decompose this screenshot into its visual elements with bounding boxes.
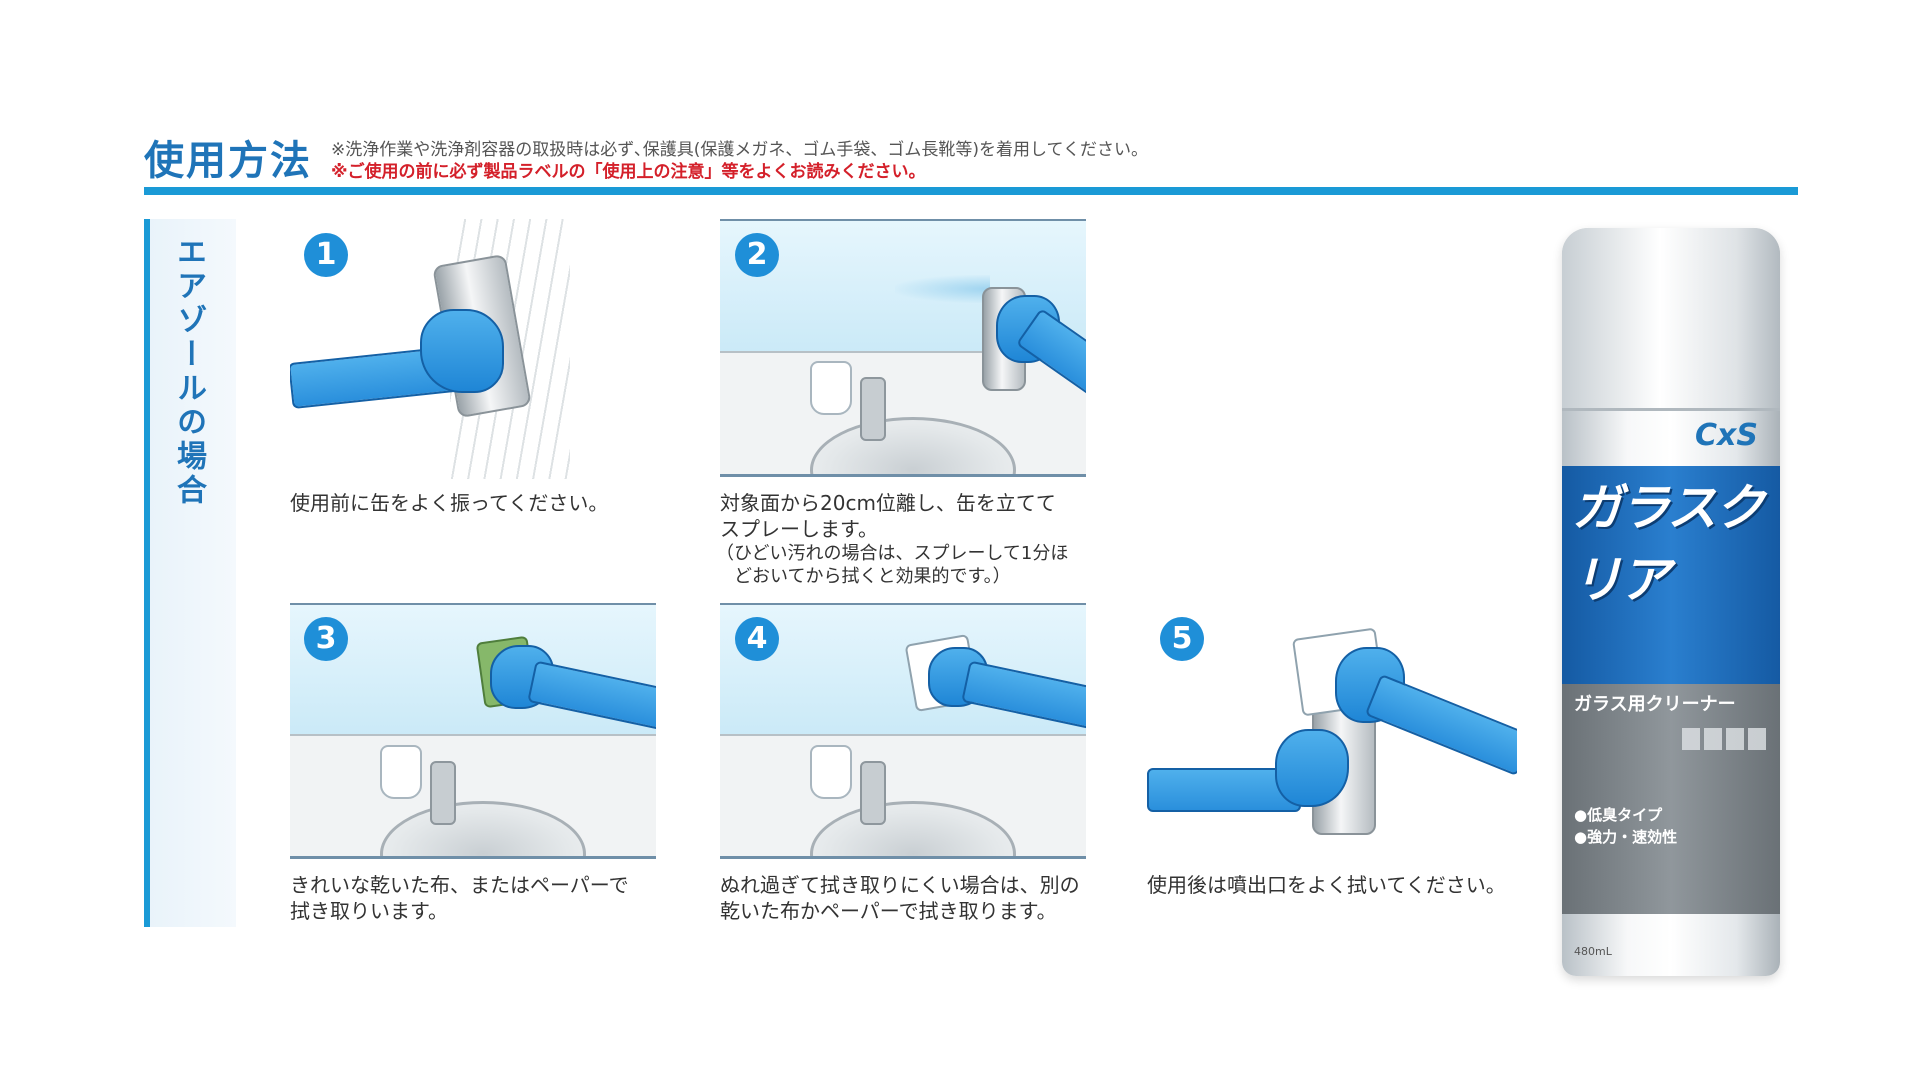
spray-mist: [895, 275, 990, 303]
step-5-caption: 使用後は噴出口をよく拭いてください。: [1147, 873, 1506, 897]
faucet: [860, 761, 886, 825]
header-rule: [144, 187, 1798, 195]
step-3-illustration: [290, 603, 656, 859]
glove-hand-left: [1275, 729, 1349, 807]
safety-note: ※洗浄作業や洗浄剤容器の取扱時は必ず､保護具(保護メガネ、ゴム手袋、ゴム長靴等)…: [331, 140, 1148, 160]
step-1-caption: 使用前に缶をよく振ってください。: [290, 491, 609, 515]
soap-dispenser: [380, 745, 422, 799]
can-cap: [1562, 228, 1780, 411]
product-name: ガラスクリア: [1572, 479, 1765, 609]
info-band: [1562, 684, 1780, 914]
counter: [290, 733, 656, 856]
faucet: [430, 761, 456, 825]
arm-right: [1364, 673, 1517, 777]
step-2-note: （ひどい汚れの場合は、スプレーして1分ほ どおいてから拭くと効果的です。）: [716, 543, 1069, 587]
faucet: [860, 377, 886, 441]
page-title: 使用方法: [144, 138, 312, 184]
product-subtitle: ガラス用クリーナー: [1574, 694, 1736, 715]
warning-note: ※ご使用の前に必ず製品ラベルの「使用上の注意」等をよくお読みください。: [331, 162, 926, 182]
product-features: ●低臭タイプ ●強力・速効性: [1574, 806, 1678, 846]
warning-icons: [1682, 728, 1768, 750]
product-can: CxS ガラスクリア ガラス用クリーナー ●低臭タイプ ●強力・速効性 480m…: [1562, 228, 1780, 976]
step-1-illustration: [290, 219, 590, 479]
step-1-number: 1: [304, 233, 348, 277]
step-3-caption: きれいな乾いた布、またはペーパーで 拭き取りいます。: [290, 873, 629, 923]
glove-hand: [420, 309, 504, 393]
label-band: [1562, 466, 1780, 684]
soap-dispenser: [810, 745, 852, 799]
sidebar-label: エアゾールの場合: [171, 236, 206, 508]
step-2-illustration: [720, 219, 1086, 477]
step-4-number: 4: [735, 617, 779, 661]
step-3-number: 3: [304, 617, 348, 661]
step-4-illustration: [720, 603, 1086, 859]
step-5-number: 5: [1160, 617, 1204, 661]
sidebar-panel: [144, 219, 236, 927]
soap-dispenser: [810, 361, 852, 415]
step-5-illustration: [1147, 603, 1517, 859]
step-2-caption: 対象面から20cm位離し、缶を立てて スプレーします。: [720, 491, 1056, 541]
step-2-number: 2: [735, 233, 779, 277]
product-volume: 480mL: [1574, 945, 1612, 958]
step-4-caption: ぬれ過ぎて拭き取りにくい場合は、別の 乾いた布かペーパーで拭き取ります。: [720, 873, 1080, 923]
brand-logo: CxS: [1695, 418, 1758, 453]
